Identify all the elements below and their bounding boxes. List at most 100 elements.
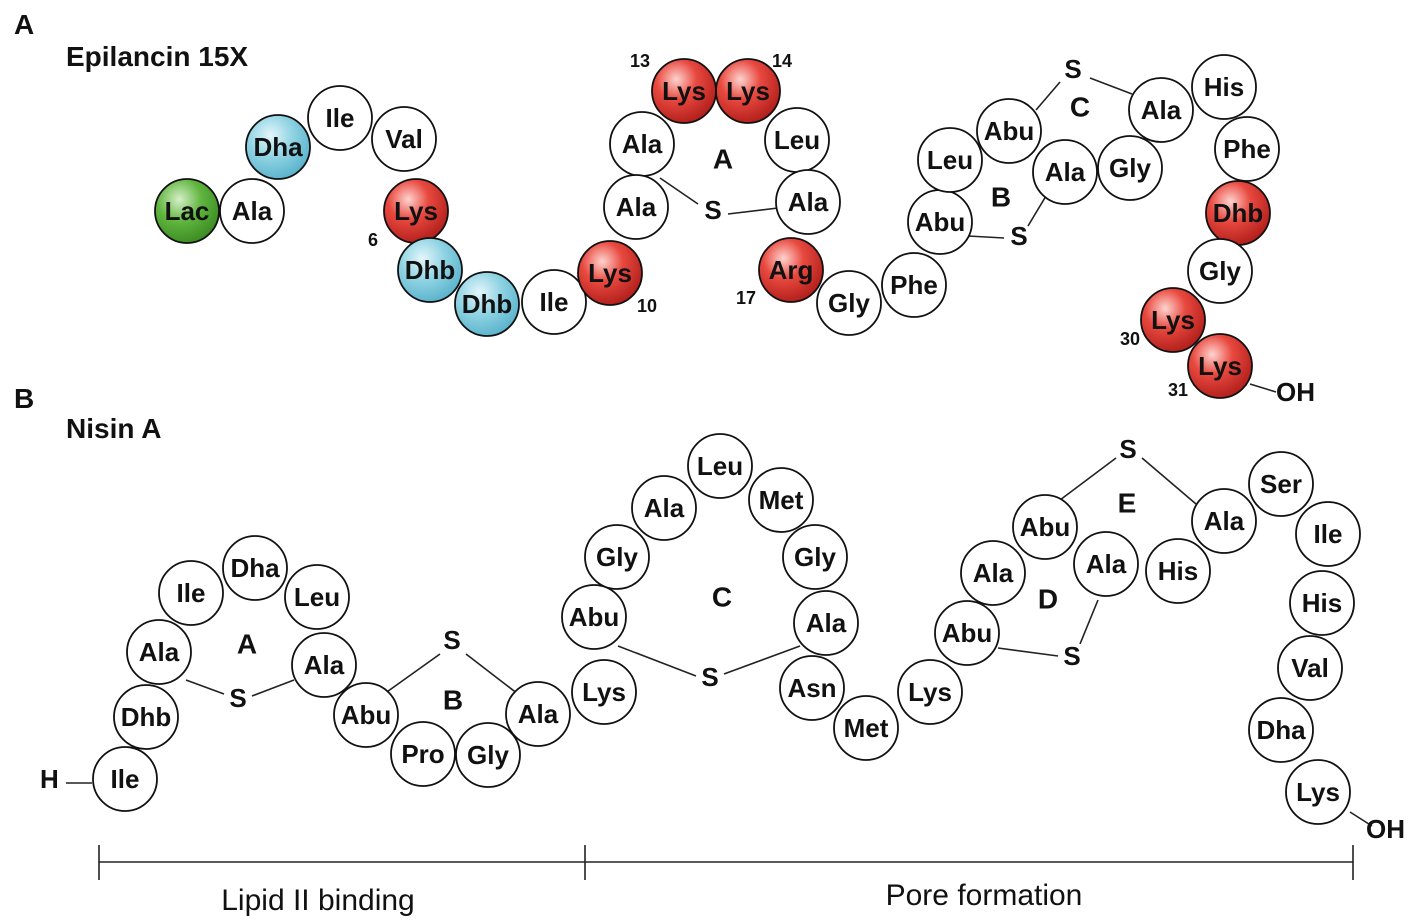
residue-label: Phe — [1223, 134, 1271, 164]
residue-label: Leu — [927, 145, 973, 175]
ring-label-b-e: E — [1118, 488, 1137, 519]
region-label-lipid-ii-binding: Lipid II binding — [221, 884, 414, 917]
sulfur-b-ring-c: S — [701, 662, 718, 692]
nisin-residue-1-ile: Ile — [92, 746, 158, 812]
nisin-residue-16-leu: Leu — [687, 433, 753, 499]
sulfur-b-ring-e: S — [1119, 434, 1136, 464]
residue-circle — [521, 269, 587, 335]
residue-number-30: 30 — [1120, 329, 1140, 349]
residue-label: Ala — [232, 196, 273, 226]
residue-circle — [390, 721, 456, 787]
residue-circle — [222, 535, 288, 601]
sulfur-b-ring-a: S — [229, 683, 246, 713]
panel-b-title: Nisin A — [66, 413, 161, 444]
residue-label: Gly — [1109, 153, 1151, 183]
epilancin-residue-26-his: His — [1191, 54, 1257, 120]
residue-label: Ala — [518, 699, 559, 729]
residue-circle — [1277, 635, 1343, 701]
residue-circle — [291, 632, 357, 698]
residue-circle — [371, 106, 437, 172]
residue-circle — [782, 524, 848, 590]
residue-label: Leu — [774, 125, 820, 155]
residue-circle — [816, 270, 882, 336]
epilancin-residue-24-gly: Gly — [1097, 135, 1163, 201]
residue-label: Abu — [1020, 512, 1071, 542]
nisin-residue-20-asn: Asn — [779, 655, 845, 721]
residue-circle — [748, 467, 814, 533]
residue-circle — [1285, 759, 1351, 825]
sulfur-b-ring-b: S — [443, 625, 460, 655]
residue-circle — [1140, 287, 1206, 353]
residue-label: Leu — [697, 451, 743, 481]
epilancin-residue-2-ala: Ala — [219, 178, 285, 244]
residue-label: Gly — [596, 542, 638, 572]
residue-label: Abu — [341, 700, 392, 730]
residue-label: Lac — [165, 196, 210, 226]
sulfur-b-ring-d: S — [1063, 641, 1080, 671]
nisin-residue-2-dhb: Dhb — [113, 684, 179, 750]
residue-label: Dha — [230, 553, 280, 583]
nisin-residue-11-ala: Ala — [505, 681, 571, 747]
residue-circle — [284, 564, 350, 630]
nisin-residue-7-ala: Ala — [291, 632, 357, 698]
nisin-residue-28-ala: Ala — [1191, 488, 1257, 554]
nisin-residue-32-val: Val — [1277, 635, 1343, 701]
residue-circle — [960, 540, 1026, 606]
c-terminus-b: OH — [1366, 814, 1405, 844]
residue-label: Lys — [908, 677, 952, 707]
epilancin-residue-7-dhb: Dhb — [397, 237, 463, 303]
residue-circle — [397, 237, 463, 303]
residue-label: Ala — [622, 129, 663, 159]
nisin-residue-23-abu: Abu — [934, 600, 1000, 666]
residue-circle — [577, 240, 643, 306]
residue-circle — [917, 127, 983, 193]
residue-label: Phe — [890, 270, 938, 300]
epilancin-residue-28-dhb: Dhb — [1205, 180, 1271, 246]
c-terminus-a: OH — [1276, 377, 1315, 407]
residue-circle — [158, 560, 224, 626]
residue-label: Dhb — [121, 702, 172, 732]
residue-label: His — [1204, 72, 1244, 102]
residue-circle — [1032, 139, 1098, 205]
residue-number-14: 14 — [772, 51, 792, 71]
residue-circle — [1145, 538, 1211, 604]
epilancin-residue-31-lys: Lys — [1187, 333, 1253, 399]
nisin-residue-33-dha: Dha — [1248, 697, 1314, 763]
nisin-residue-9-pro: Pro — [390, 721, 456, 787]
ring-label-b-c: C — [712, 582, 732, 613]
epilancin-residue-6-lys: Lys — [383, 178, 449, 244]
epilancin-residue-20-abu: Abu — [907, 189, 973, 255]
residue-label: Gly — [467, 740, 509, 770]
residue-circle — [1214, 116, 1280, 182]
residue-label: Ala — [1204, 506, 1245, 536]
residue-circle — [1191, 488, 1257, 554]
nisin-residue-30-ile: Ile — [1295, 501, 1361, 567]
epilancin-residue-18-gly: Gly — [816, 270, 882, 336]
ring-label-a-b: B — [991, 182, 1011, 213]
residue-label: Abu — [984, 116, 1035, 146]
epilancin-residue-27-phe: Phe — [1214, 116, 1280, 182]
residue-label: Lys — [662, 76, 706, 106]
residue-label: Lys — [1198, 351, 1242, 381]
sulfur-a-ring-b: S — [1010, 221, 1027, 251]
residue-label: Val — [1291, 653, 1329, 683]
panel-a-residue-numbers: 6 10 13 14 17 30 31 — [368, 51, 1188, 400]
nisin-residue-6-leu: Leu — [284, 564, 350, 630]
residue-label: Pro — [401, 739, 444, 769]
residue-circle — [631, 475, 697, 541]
residue-number-13: 13 — [630, 51, 650, 71]
epilancin-residue-15-leu: Leu — [764, 107, 830, 173]
residue-circle — [934, 600, 1000, 666]
residue-circle — [1187, 333, 1253, 399]
residue-label: Dhb — [1213, 198, 1264, 228]
residue-circle — [833, 695, 899, 761]
residue-number-6: 6 — [368, 230, 378, 250]
panel-b-bonds — [66, 457, 1373, 827]
ring-label-b-a: A — [237, 629, 257, 660]
nisin-residue-14-gly: Gly — [584, 524, 650, 590]
residue-label: Ile — [540, 287, 569, 317]
epilancin-residue-1-lac: Lac — [154, 178, 220, 244]
